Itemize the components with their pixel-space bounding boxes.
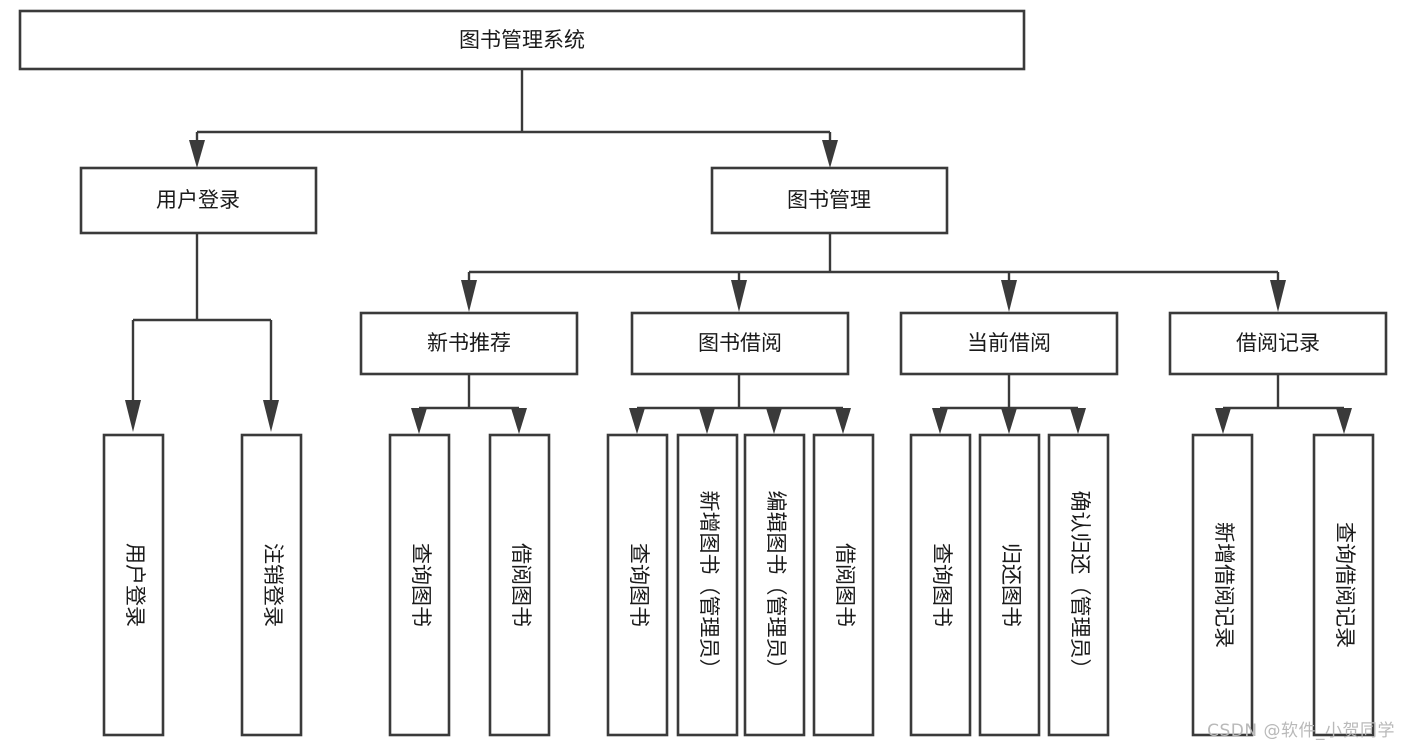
leaf-query-book-current-box[interactable] (909, 433, 972, 737)
arrowhead-leaf-user-login (125, 400, 141, 432)
arrowhead-leaf-query-book-3 (932, 408, 948, 434)
arrowhead-leaf-query-book-1 (411, 408, 427, 434)
arrowhead-user-login (189, 140, 205, 168)
connector-group-book-borrow (629, 374, 851, 434)
leaf-borrow-book-new-label: 借阅图书 (509, 543, 533, 627)
leaf-edit-book-label: 编辑图书（管理员） (764, 491, 788, 680)
leaf-confirm-return-box[interactable] (1047, 433, 1110, 737)
leaf-add-book[interactable]: 新增图书（管理员） (676, 433, 739, 737)
leaf-query-borrow-record[interactable]: 查询借阅记录 (1312, 433, 1375, 737)
leaf-borrow-book-new[interactable]: 借阅图书 (488, 433, 551, 737)
arrowhead-current-borrow (1001, 280, 1017, 312)
leaf-user-login-label: 用户登录 (123, 543, 147, 627)
leaf-borrow-book-label: 借阅图书 (833, 543, 857, 627)
leaf-borrow-book-new-box[interactable] (488, 433, 551, 737)
node-book-borrow[interactable]: 图书借阅 (630, 311, 850, 376)
arrowhead-new-book (461, 280, 477, 312)
leaf-logout-box[interactable] (240, 433, 303, 737)
leaf-query-book-current-label: 查询图书 (930, 543, 954, 627)
leaf-add-borrow-record[interactable]: 新增借阅记录 (1191, 433, 1254, 737)
node-root-box[interactable] (18, 9, 1026, 71)
leaf-edit-book[interactable]: 编辑图书（管理员） (743, 433, 806, 737)
node-book-management[interactable]: 图书管理 (710, 166, 949, 235)
node-book-borrow-label: 图书借阅 (698, 331, 782, 355)
connector-group-new-book (411, 374, 527, 434)
leaf-query-book-current[interactable]: 查询图书 (909, 433, 972, 737)
leaf-logout-label: 注销登录 (261, 543, 285, 627)
node-new-book-recommend-label: 新书推荐 (427, 331, 511, 355)
leaf-confirm-return[interactable]: 确认归还（管理员） (1047, 433, 1110, 737)
node-book-borrow-box[interactable] (630, 311, 850, 376)
arrowhead-leaf-borrow-book-1 (511, 408, 527, 434)
leaf-add-borrow-record-label: 新增借阅记录 (1212, 522, 1236, 648)
leaf-edit-book-box[interactable] (743, 433, 806, 737)
leaf-return-book-label: 归还图书 (999, 543, 1023, 627)
node-borrow-record-box[interactable] (1168, 311, 1388, 376)
connector-group-book-mgmt (461, 233, 1286, 312)
leaf-query-book-new[interactable]: 查询图书 (388, 433, 451, 737)
node-current-borrow-box[interactable] (899, 311, 1119, 376)
arrowhead-leaf-edit-book (766, 408, 782, 434)
arrowhead-leaf-query-book-2 (629, 408, 645, 434)
leaf-query-book-borrow-box[interactable] (606, 433, 669, 737)
arrowhead-leaf-logout (263, 400, 279, 432)
arrowhead-leaf-add-book (699, 408, 715, 434)
node-root[interactable]: 图书管理系统 (18, 9, 1026, 71)
leaf-add-book-label: 新增图书（管理员） (697, 491, 721, 680)
leaf-user-login[interactable]: 用户登录 (102, 433, 165, 737)
leaf-return-book-box[interactable] (978, 433, 1041, 737)
node-user-login-box[interactable] (79, 166, 318, 235)
leaf-query-book-new-box[interactable] (388, 433, 451, 737)
node-new-book-recommend-box[interactable] (359, 311, 579, 376)
node-user-login[interactable]: 用户登录 (79, 166, 318, 235)
node-book-management-label: 图书管理 (787, 188, 871, 212)
arrowhead-book-mgmt (822, 140, 838, 168)
connector-group-root (189, 69, 838, 168)
leaf-user-login-box[interactable] (102, 433, 165, 737)
arrowhead-leaf-borrow-book-2 (835, 408, 851, 434)
leaf-borrow-book-box[interactable] (812, 433, 875, 737)
leaf-confirm-return-label: 确认归还（管理员） (1068, 491, 1092, 680)
arrowhead-borrow-record (1270, 280, 1286, 312)
arrowhead-leaf-query-record (1336, 408, 1352, 434)
leaf-borrow-book[interactable]: 借阅图书 (812, 433, 875, 737)
leaf-add-borrow-record-box[interactable] (1191, 433, 1254, 737)
node-current-borrow[interactable]: 当前借阅 (899, 311, 1119, 376)
leaf-add-book-box[interactable] (676, 433, 739, 737)
leaf-query-book-borrow-label: 查询图书 (627, 543, 651, 627)
connector-group-borrow-record (1215, 374, 1352, 434)
leaf-query-borrow-record-box[interactable] (1312, 433, 1375, 737)
arrowhead-book-borrow (731, 280, 747, 312)
arrowhead-leaf-add-record (1215, 408, 1231, 434)
leaf-query-borrow-record-label: 查询借阅记录 (1333, 522, 1357, 648)
node-new-book-recommend[interactable]: 新书推荐 (359, 311, 579, 376)
node-book-management-box[interactable] (710, 166, 949, 235)
node-borrow-record-label: 借阅记录 (1236, 331, 1320, 355)
leaf-query-book-borrow[interactable]: 查询图书 (606, 433, 669, 737)
arrowhead-leaf-return-book (1001, 408, 1017, 434)
connector-group-current-borrow (932, 374, 1086, 434)
node-root-label: 图书管理系统 (459, 28, 585, 52)
node-current-borrow-label: 当前借阅 (967, 331, 1051, 355)
node-user-login-label: 用户登录 (156, 188, 240, 212)
connector-group-user-login (125, 233, 279, 432)
leaf-return-book[interactable]: 归还图书 (978, 433, 1041, 737)
leaf-logout[interactable]: 注销登录 (240, 433, 303, 737)
leaf-query-book-new-label: 查询图书 (409, 543, 433, 627)
node-borrow-record[interactable]: 借阅记录 (1168, 311, 1388, 376)
arrowhead-leaf-confirm-return (1070, 408, 1086, 434)
